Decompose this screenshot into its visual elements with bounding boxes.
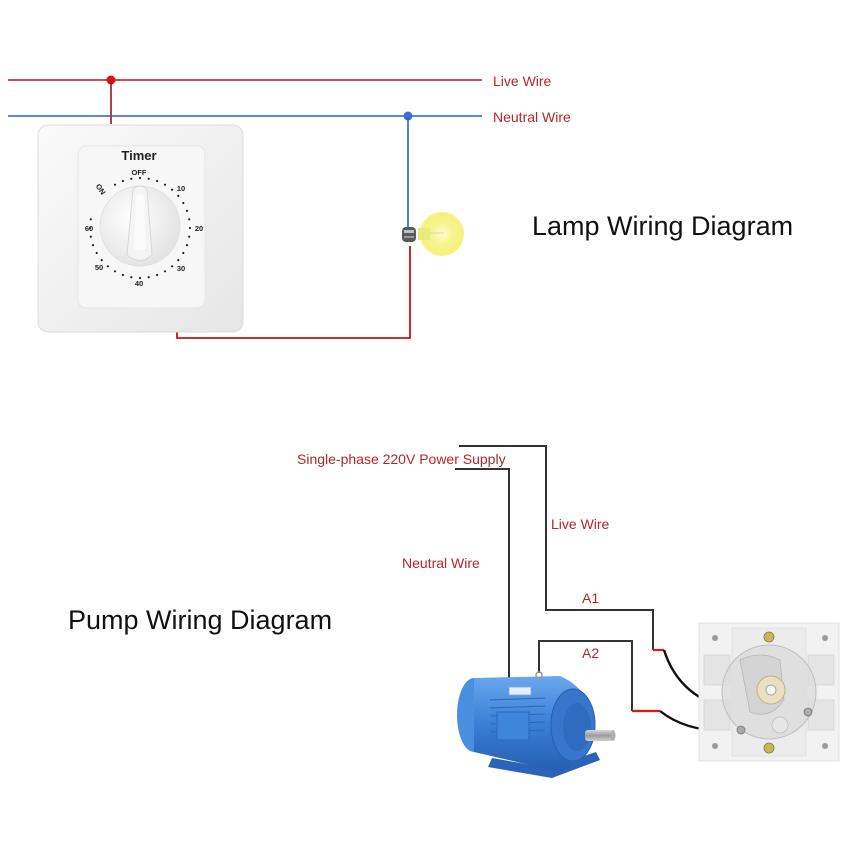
dial-tick (113, 183, 117, 186)
timer-mark-10: 10 (177, 184, 185, 193)
dial-tick (100, 259, 103, 262)
dial-tick (130, 276, 133, 279)
dial-tick (91, 244, 95, 247)
terminal-a2-label: A2 (582, 645, 600, 661)
dial-tick (89, 235, 92, 238)
dial-tick (121, 179, 124, 183)
pump-diagram-title: Pump Wiring Diagram (68, 605, 333, 635)
pump-wiring-diagram (455, 445, 840, 778)
timer-switch-back-view (698, 622, 840, 762)
dial-tick (185, 244, 189, 247)
dial-tick (171, 265, 174, 268)
dial-tick (113, 270, 117, 273)
timer-mark-60: 60 (85, 224, 93, 233)
timer-to-lamp-wire (176, 246, 411, 339)
dial-tick (163, 183, 167, 186)
pump-live-wire (459, 445, 654, 650)
dial-tick (95, 251, 98, 255)
dial-tick (185, 209, 189, 212)
timer-mark-50: 50 (95, 263, 103, 272)
timer-title: Timer (121, 148, 156, 163)
timer-mark-20: 20 (195, 224, 203, 233)
dial-tick (163, 270, 167, 273)
dial-tick (106, 265, 109, 268)
pump-a2-wire (538, 640, 633, 711)
dial-tick (147, 276, 150, 279)
dial-tick (121, 273, 124, 277)
dial-tick (138, 176, 142, 180)
timer-switch[interactable]: Timer OFF ON 10 20 30 40 50 60 (37, 124, 244, 333)
dial-tick (171, 188, 174, 191)
dial-tick (156, 273, 159, 277)
pump-neutral-wire (455, 468, 510, 680)
electric-motor-icon (457, 671, 616, 778)
lamp-diagram-title: Lamp Wiring Diagram (532, 211, 794, 241)
dial-tick (156, 179, 159, 183)
light-bulb-icon (402, 212, 464, 256)
neutral-wire-label: Neutral Wire (493, 109, 571, 125)
dial-tick (188, 218, 191, 221)
terminal-a1-label: A1 (582, 590, 600, 606)
timer-off-label: OFF (132, 168, 147, 177)
timer-dial-scale (88, 176, 192, 280)
power-supply-label: Single-phase 220V Power Supply (297, 451, 506, 467)
dial-tick (188, 226, 192, 230)
dial-tick (130, 177, 133, 180)
pump-neutral-wire-label: Neutral Wire (402, 555, 480, 571)
dial-tick (138, 276, 142, 280)
dial-tick (177, 259, 180, 262)
lamp-wiring-diagram: Timer OFF ON 10 20 30 40 50 60 (8, 75, 482, 339)
dial-tick (177, 194, 180, 197)
pump-live-wire-label: Live Wire (551, 516, 610, 532)
dial-tick (182, 201, 185, 205)
live-wire-label: Live Wire (493, 73, 552, 89)
dial-tick (88, 226, 92, 230)
timer-knob[interactable] (99, 185, 181, 267)
dial-tick (147, 177, 150, 180)
timer-mark-30: 30 (177, 264, 185, 273)
dial-tick (182, 251, 185, 255)
timer-mark-40: 40 (135, 279, 143, 288)
dial-tick (188, 235, 191, 238)
dial-tick (89, 218, 92, 221)
